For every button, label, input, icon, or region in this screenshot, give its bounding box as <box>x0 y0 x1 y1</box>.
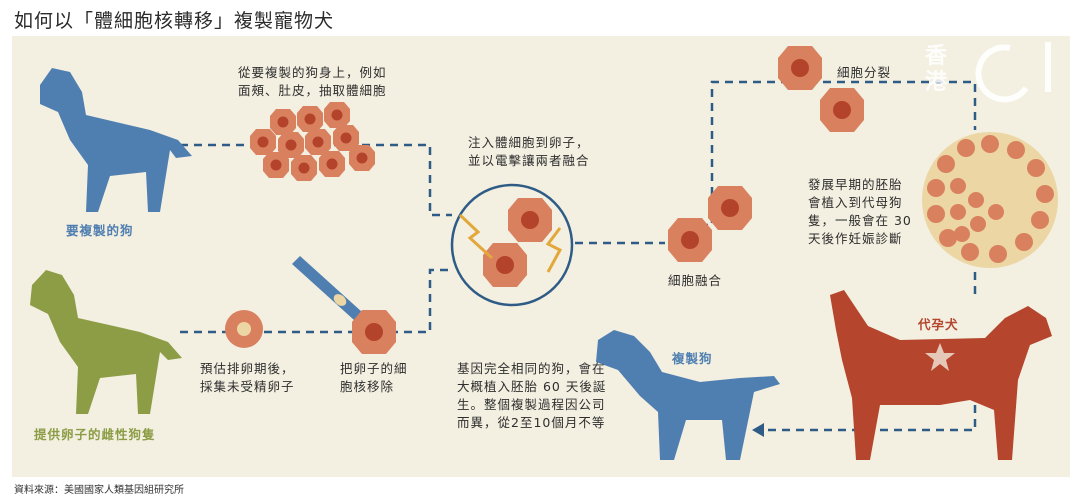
step-inject-label: 注入體細胞到卵子， 並以電擊讓兩者融合 <box>468 135 590 168</box>
surrogate-dog <box>830 290 1052 460</box>
dividing-cells <box>778 46 864 132</box>
step-extract-label: 從要複製的狗身上，例如 面頰、肚皮，抽取體細胞 <box>238 65 387 98</box>
page-title: 如何以「體細胞核轉移」複製寵物犬 <box>14 10 335 32</box>
egg-donor-dog <box>30 270 182 414</box>
somatic-cells <box>250 102 375 181</box>
donor-dog <box>40 68 192 212</box>
donor-dog-tag: 要複製的狗 <box>66 223 134 238</box>
pipette-icon <box>292 256 362 320</box>
watermark-text: 香 港 <box>925 44 948 95</box>
clone-dog <box>596 330 780 460</box>
step-remove-label: 把卵子的細 胞核移除 <box>340 361 408 394</box>
arrow-head <box>752 423 764 437</box>
logo-mark <box>975 42 1051 103</box>
fused-cells <box>668 186 752 262</box>
enucleated-egg <box>352 310 396 354</box>
step-born-label: 基因完全相同的狗，會在 大概植入胚胎 60 天後誕 生。整個複製過程因公司 而異… <box>457 361 607 430</box>
fusion-chamber <box>450 183 574 307</box>
step-implant-label: 發展早期的胚胎 會植入到代母狗 隻，一般會在 30 天後作妊娠診斷 <box>808 177 912 246</box>
step-collect-label: 預估排卵期後， 採集未受精卵子 <box>200 361 295 394</box>
step-fusion-label: 細胞融合 <box>668 273 723 288</box>
step-division-label: 細胞分裂 <box>837 65 892 80</box>
source-note: 資料來源：美國國家人類基因組研究所 <box>14 485 184 496</box>
egg-donor-tag: 提供卵子的雌性狗隻 <box>34 427 156 442</box>
egg-cell <box>225 310 263 348</box>
clone-dog-tag: 複製狗 <box>672 351 713 366</box>
embryo <box>922 132 1058 268</box>
process-path <box>180 80 977 432</box>
star-icon <box>925 343 955 371</box>
surrogate-tag: 代孕犬 <box>918 317 959 332</box>
